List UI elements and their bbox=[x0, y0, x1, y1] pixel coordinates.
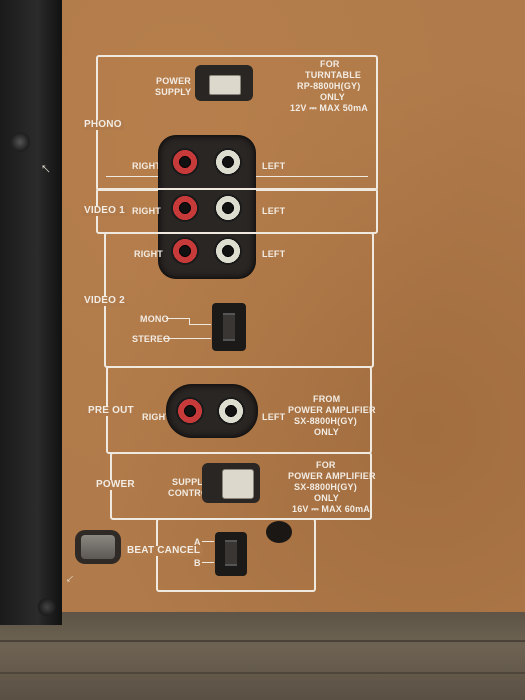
video1-left-jack[interactable] bbox=[214, 194, 242, 222]
mounting-hole bbox=[266, 521, 292, 543]
rubber-foot bbox=[81, 535, 115, 559]
preout-note-2: POWER AMPLIFIER bbox=[288, 405, 376, 415]
preout-note-4: ONLY bbox=[314, 427, 339, 437]
phono-note-3: RP-8800H(GY) bbox=[297, 81, 361, 91]
video2-left-jack[interactable] bbox=[214, 237, 242, 265]
preout-right-jack[interactable] bbox=[176, 397, 204, 425]
preout-label: PRE OUT bbox=[86, 405, 136, 416]
video1-left-label: LEFT bbox=[262, 206, 286, 216]
power-note-1: FOR bbox=[316, 460, 336, 470]
preout-right-label: RIGHT bbox=[142, 412, 171, 422]
mono-label: MONO bbox=[140, 314, 169, 324]
phono-left-label: LEFT bbox=[262, 161, 286, 171]
video2-left-label: LEFT bbox=[262, 249, 286, 259]
rear-hardboard-panel bbox=[33, 0, 525, 612]
phono-note-2: TURNTABLE bbox=[305, 70, 362, 80]
beat-cancel-label: BEAT CANCEL bbox=[124, 546, 204, 556]
video1-label: VIDEO 1 bbox=[82, 205, 127, 216]
chassis-side bbox=[0, 0, 62, 625]
supply-control-socket[interactable] bbox=[202, 463, 260, 503]
power-note-5: 16V ⎓ MAX 60mA bbox=[292, 504, 371, 514]
beat-cancel-switch[interactable] bbox=[215, 532, 247, 576]
supply-label-2: CONTROL bbox=[168, 488, 214, 498]
phono-right-jack[interactable] bbox=[171, 148, 199, 176]
beat-cancel-b-label: B bbox=[194, 558, 201, 568]
video2-label: VIDEO 2 bbox=[82, 295, 127, 306]
power-note-2: POWER AMPLIFIER bbox=[288, 471, 376, 481]
power-note-3: SX-8800H(GY) bbox=[294, 482, 357, 492]
power-label: POWER bbox=[94, 479, 137, 490]
video1-right-jack[interactable] bbox=[171, 194, 199, 222]
power-supply-socket[interactable] bbox=[195, 65, 253, 101]
preout-left-jack[interactable] bbox=[217, 397, 245, 425]
preout-note-3: SX-8800H(GY) bbox=[294, 416, 357, 426]
preout-left-label: LEFT bbox=[262, 412, 286, 422]
video2-right-label: RIGHT bbox=[134, 249, 163, 259]
mono-stereo-switch[interactable] bbox=[212, 303, 246, 351]
video2-right-jack[interactable] bbox=[171, 237, 199, 265]
phono-note-1: FOR bbox=[320, 59, 340, 69]
power-note-4: ONLY bbox=[314, 493, 339, 503]
video1-right-label: RIGHT bbox=[132, 206, 161, 216]
beat-cancel-a-label: A bbox=[194, 537, 201, 547]
stereo-label: STEREO bbox=[132, 334, 171, 344]
screw-icon bbox=[38, 598, 56, 616]
screw-icon bbox=[10, 132, 30, 152]
power-supply-label-1: POWER bbox=[156, 76, 192, 86]
wooden-floor bbox=[0, 610, 525, 700]
phono-note-5: 12V ⎓ MAX 50mA bbox=[290, 103, 369, 113]
power-supply-label-2: SUPPLY bbox=[155, 87, 192, 97]
supply-label-1: SUPPLY bbox=[172, 477, 209, 487]
phono-right-label: RIGHT bbox=[132, 161, 161, 171]
phono-left-jack[interactable] bbox=[214, 148, 242, 176]
phono-note-4: ONLY bbox=[320, 92, 345, 102]
phono-label: PHONO bbox=[82, 119, 124, 130]
preout-note-1: FROM bbox=[313, 394, 341, 404]
